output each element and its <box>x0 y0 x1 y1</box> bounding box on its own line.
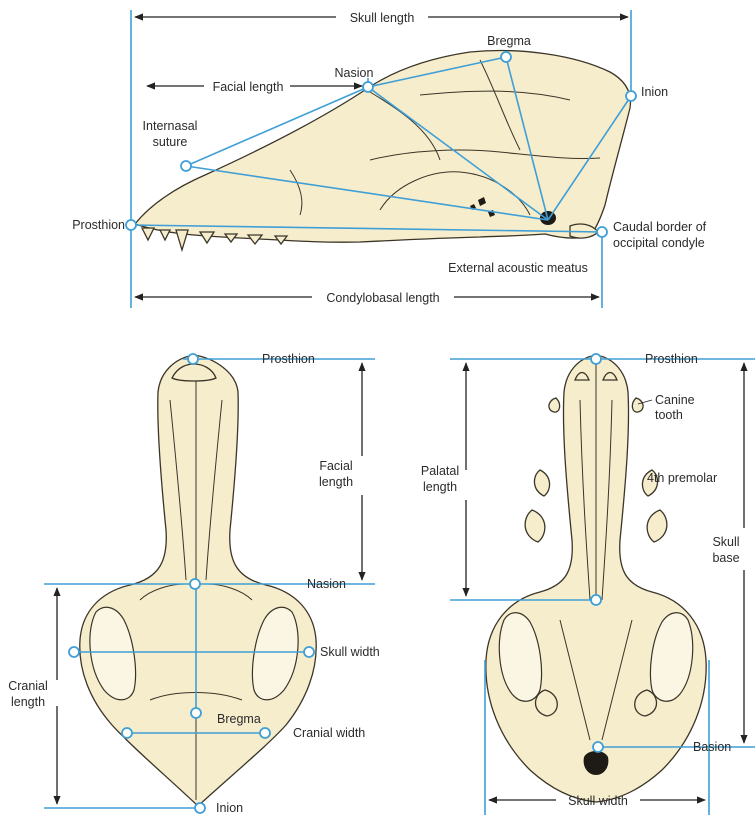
nasion-label: Nasion <box>335 66 374 80</box>
internasal-label-line1: Internasal <box>143 119 198 133</box>
basion-point <box>593 742 603 752</box>
prosthion-point <box>126 220 136 230</box>
internasal-label-line2: suture <box>153 135 188 149</box>
fourth-premolar-label: 4th premolar <box>647 471 717 485</box>
lateral-view: Skull length Facial length Condylobasal … <box>72 10 706 308</box>
cranial-width-right-point <box>260 728 270 738</box>
dorsal-nasion-label: Nasion <box>307 577 346 591</box>
basion-label: Basion <box>693 740 731 754</box>
external-acoustic-meatus-label: External acoustic meatus <box>448 261 588 275</box>
lateral-skull-drawing <box>135 51 630 250</box>
palatal-length-line2: length <box>423 480 457 494</box>
inion-point <box>626 91 636 101</box>
facial-length-label: Facial length <box>213 80 284 94</box>
dorsal-facial-length-line2: length <box>319 475 353 489</box>
dorsal-bregma-point <box>191 708 201 718</box>
skull-width-right-point <box>304 647 314 657</box>
ventral-skull-drawing <box>486 355 706 802</box>
prosthion-label: Prosthion <box>72 218 125 232</box>
dorsal-prosthion-point <box>188 354 198 364</box>
internasal-point <box>181 161 191 171</box>
caudal-border-label-line2: occipital condyle <box>613 236 705 250</box>
dorsal-nasion-point <box>190 579 200 589</box>
bregma-label: Bregma <box>487 34 531 48</box>
nasion-point <box>363 82 373 92</box>
ventral-prosthion-label: Prosthion <box>645 352 698 366</box>
cranial-width-left-point <box>122 728 132 738</box>
cranial-width-label: Cranial width <box>293 726 365 740</box>
skull-base-line1: Skull <box>712 535 739 549</box>
caudal-condyle-point <box>597 227 607 237</box>
dorsal-prosthion-label: Prosthion <box>262 352 315 366</box>
cranial-length-line1: Cranial <box>8 679 48 693</box>
canine-tooth-line1: Canine <box>655 393 695 407</box>
caudal-border-label-line1: Caudal border of <box>613 220 707 234</box>
ventral-prosthion-point <box>591 354 601 364</box>
dorsal-inion-point <box>195 803 205 813</box>
dorsal-bregma-label: Bregma <box>217 712 261 726</box>
skull-length-label: Skull length <box>350 11 415 25</box>
skull-base-line2: base <box>712 551 739 565</box>
bregma-point <box>501 52 511 62</box>
dorsal-inion-label: Inion <box>216 801 243 815</box>
condylobasal-length-label: Condylobasal length <box>326 291 439 305</box>
ventral-skull-width-label: Skull width <box>568 794 628 808</box>
dorsal-skull-width-label: Skull width <box>320 645 380 659</box>
palatal-length-line1: Palatal <box>421 464 459 478</box>
skull-width-left-point <box>69 647 79 657</box>
dorsal-facial-length-line1: Facial <box>319 459 352 473</box>
cranial-length-line2: length <box>11 695 45 709</box>
inion-label: Inion <box>641 85 668 99</box>
dorsal-view: Facial length Cranial length Prosthion N… <box>8 352 380 815</box>
ventral-view: Palatal length Skull base Skull width Pr… <box>421 352 755 815</box>
canine-tooth-line2: tooth <box>655 408 683 422</box>
palatal-end-point <box>591 595 601 605</box>
